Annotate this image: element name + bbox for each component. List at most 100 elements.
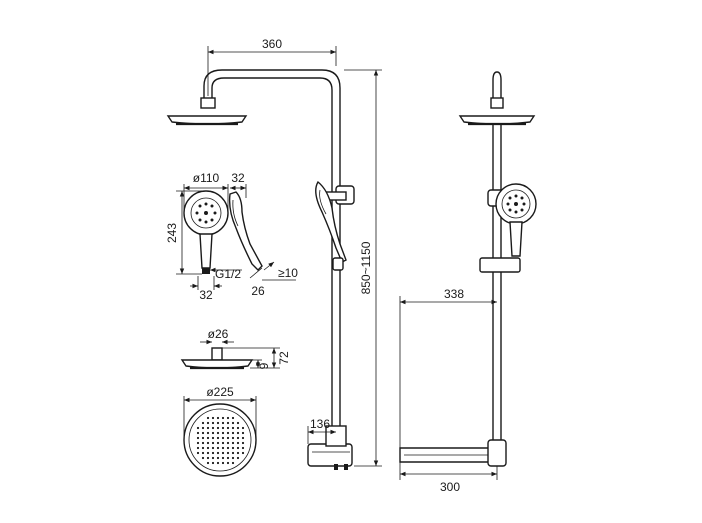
- rain-head-top-detail: [183, 403, 257, 477]
- nozzle-dot: [211, 436, 215, 440]
- dim-head-connector-diameter: ø26: [208, 327, 229, 341]
- nozzle-dot: [216, 456, 220, 460]
- nozzle-dot: [211, 416, 215, 420]
- nozzle-dot: [231, 431, 235, 435]
- nozzle-dot: [231, 441, 235, 445]
- nozzle-dot: [211, 446, 215, 450]
- nozzle-dot: [216, 421, 220, 425]
- nozzle-dot: [221, 421, 225, 425]
- nozzle-dot: [206, 416, 210, 420]
- nozzle-dot: [241, 436, 245, 440]
- nozzle-dot: [226, 441, 230, 445]
- nozzle-dot: [221, 461, 225, 465]
- rain-head-side-detail: [180, 347, 254, 370]
- dim-head-height: 72: [277, 351, 291, 365]
- nozzle-dot: [226, 461, 230, 465]
- nozzle-dot: [206, 441, 210, 445]
- nozzle-dot: [241, 441, 245, 445]
- nozzle-dot: [206, 456, 210, 460]
- nozzle-dot: [221, 426, 225, 430]
- nozzle-dot: [196, 451, 200, 455]
- nozzle-dot: [206, 461, 210, 465]
- dim-hand-shower-depth: 32: [231, 171, 245, 185]
- nozzle-dot: [196, 436, 200, 440]
- nozzle-dot: [211, 441, 215, 445]
- nozzle-dot: [206, 451, 210, 455]
- dim-wall-to-column: 338: [444, 287, 464, 301]
- dim-thread: G1/2: [215, 267, 241, 281]
- nozzle-dot: [226, 456, 230, 460]
- nozzle-dot: [236, 446, 240, 450]
- dim-head-thickness: 9: [257, 362, 271, 369]
- nozzle-dot: [201, 431, 205, 435]
- nozzle-dot: [226, 451, 230, 455]
- nozzle-dot: [201, 421, 205, 425]
- nozzle-dot: [236, 441, 240, 445]
- nozzle-dot: [236, 426, 240, 430]
- nozzle-dot: [201, 446, 205, 450]
- nozzle-dot: [216, 416, 220, 420]
- nozzle-dot: [221, 431, 225, 435]
- nozzle-dot: [216, 441, 220, 445]
- dim-arm-width: 360: [262, 37, 282, 51]
- nozzle-dot: [196, 426, 200, 430]
- nozzle-dot: [211, 431, 215, 435]
- nozzle-dot: [236, 456, 240, 460]
- nozzle-dot: [231, 461, 235, 465]
- nozzle-dot: [231, 426, 235, 430]
- nozzle-dot: [231, 456, 235, 460]
- dim-hand-shower-base: 32: [199, 288, 213, 302]
- nozzle-dot: [226, 421, 230, 425]
- nozzle-dot: [201, 436, 205, 440]
- nozzle-dot: [231, 421, 235, 425]
- dim-hose-min: ≥10: [278, 266, 298, 280]
- nozzle-dot: [206, 431, 210, 435]
- nozzle-dot: [196, 441, 200, 445]
- nozzle-dot: [201, 456, 205, 460]
- nozzle-dot: [196, 446, 200, 450]
- nozzle-dot: [206, 436, 210, 440]
- nozzle-dot: [211, 456, 215, 460]
- nozzle-dot: [216, 451, 220, 455]
- nozzle-dot: [201, 426, 205, 430]
- nozzle-dot: [226, 431, 230, 435]
- nozzle-dot: [231, 436, 235, 440]
- nozzle-dot: [211, 426, 215, 430]
- nozzle-dot: [241, 431, 245, 435]
- dim-hose-angle: 26: [251, 284, 265, 298]
- side-elevation: [399, 71, 537, 467]
- nozzle-dot: [221, 441, 225, 445]
- nozzle-dot: [236, 431, 240, 435]
- nozzle-dot: [231, 416, 235, 420]
- nozzle-dot: [206, 421, 210, 425]
- nozzle-dot: [226, 436, 230, 440]
- nozzle-dot: [226, 446, 230, 450]
- nozzle-dot: [211, 461, 215, 465]
- nozzle-dot: [216, 426, 220, 430]
- nozzle-dot: [231, 451, 235, 455]
- nozzle-dot: [221, 446, 225, 450]
- nozzle-dot: [236, 451, 240, 455]
- nozzle-dot: [241, 426, 245, 430]
- nozzle-dot: [216, 431, 220, 435]
- dimension-lines: [176, 46, 498, 480]
- nozzle-dot: [216, 446, 220, 450]
- nozzle-dot: [206, 426, 210, 430]
- nozzle-dot: [236, 436, 240, 440]
- nozzle-dot: [231, 446, 235, 450]
- nozzle-dot: [201, 451, 205, 455]
- nozzle-dot: [211, 451, 215, 455]
- nozzle-dot: [221, 416, 225, 420]
- dim-hand-shower-length: 243: [165, 223, 179, 243]
- front-elevation: [166, 69, 355, 470]
- nozzle-dot: [216, 436, 220, 440]
- nozzle-dot: [241, 446, 245, 450]
- nozzle-dot: [196, 431, 200, 435]
- dim-column-height: 850~1150: [359, 241, 373, 294]
- nozzle-dot: [221, 451, 225, 455]
- dim-head-diameter: ø225: [206, 385, 234, 399]
- nozzle-dot: [201, 441, 205, 445]
- dim-bath-spout-length: 300: [440, 480, 460, 494]
- nozzle-dot: [241, 451, 245, 455]
